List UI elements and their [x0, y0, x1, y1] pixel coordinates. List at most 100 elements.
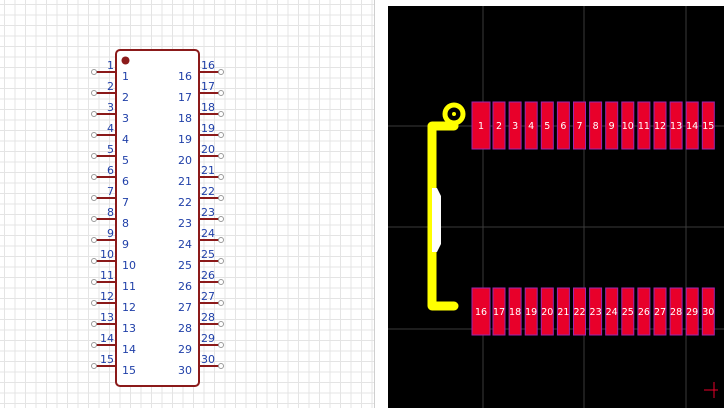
left-pin[interactable]: 8: [91, 206, 117, 222]
bottom-pad[interactable]: 26: [637, 287, 651, 336]
right-pin[interactable]: 25: [199, 248, 224, 264]
left-pin[interactable]: 1: [91, 59, 117, 75]
pad-number: 20: [541, 307, 553, 318]
top-pad[interactable]: 9: [605, 101, 619, 150]
left-pin[interactable]: 13: [91, 311, 117, 327]
left-pin[interactable]: 15: [91, 353, 117, 369]
right-pin[interactable]: 18: [199, 101, 224, 117]
pad-number: 15: [702, 121, 714, 132]
left-pin-number: 12: [100, 290, 114, 303]
left-pin[interactable]: 12: [91, 290, 117, 306]
top-pad[interactable]: 12: [653, 101, 667, 150]
left-pin[interactable]: 5: [91, 143, 117, 159]
bottom-pad[interactable]: 30: [701, 287, 715, 336]
right-pin[interactable]: 29: [199, 332, 224, 348]
right-pin[interactable]: 30: [199, 353, 224, 369]
left-pin-name: 2: [122, 91, 129, 104]
left-pin-name: 1: [122, 70, 129, 83]
bottom-pad[interactable]: 18: [508, 287, 522, 336]
left-pin[interactable]: 4: [91, 122, 117, 138]
left-pin[interactable]: 9: [91, 227, 117, 243]
right-pin-number: 24: [201, 227, 215, 240]
right-pin[interactable]: 24: [199, 227, 224, 243]
right-pin[interactable]: 22: [199, 185, 224, 201]
top-pad[interactable]: 4: [524, 101, 538, 150]
top-pad[interactable]: 11: [637, 101, 651, 150]
left-pin[interactable]: 14: [91, 332, 117, 348]
pad-number: 14: [686, 121, 698, 132]
right-pin[interactable]: 17: [199, 80, 224, 96]
pad-number: 1: [478, 121, 484, 132]
bottom-pad[interactable]: 29: [685, 287, 699, 336]
right-pin[interactable]: 21: [199, 164, 224, 180]
left-pin-name: 8: [122, 217, 129, 230]
left-pin[interactable]: 11: [91, 269, 117, 285]
top-pad[interactable]: 7: [573, 101, 586, 150]
bottom-pad[interactable]: 16: [471, 287, 491, 336]
left-pin-number: 13: [100, 311, 114, 324]
left-pin[interactable]: 10: [91, 248, 117, 264]
left-pin-number: 10: [100, 248, 114, 261]
right-pin[interactable]: 20: [199, 143, 224, 159]
right-pin[interactable]: 23: [199, 206, 224, 222]
pad-number: 7: [576, 121, 582, 132]
bottom-pad[interactable]: 23: [589, 287, 603, 336]
pad-number: 30: [702, 307, 714, 318]
left-pin[interactable]: 2: [91, 80, 117, 96]
right-pin-name: 27: [178, 301, 192, 314]
left-pin[interactable]: 6: [91, 164, 117, 180]
bottom-pad[interactable]: 21: [556, 287, 570, 336]
right-pin-number: 28: [201, 311, 215, 324]
right-pin-number: 22: [201, 185, 215, 198]
right-pin[interactable]: 19: [199, 122, 224, 138]
pad-number: 29: [686, 307, 698, 318]
pad-number: 9: [609, 121, 615, 132]
right-pin[interactable]: 27: [199, 290, 224, 306]
right-pin[interactable]: 16: [199, 59, 224, 75]
top-pad[interactable]: 15: [701, 101, 715, 150]
top-pad[interactable]: 1: [471, 101, 491, 150]
bottom-pad[interactable]: 20: [540, 287, 554, 336]
left-pin[interactable]: 3: [91, 101, 117, 117]
right-pin-number: 29: [201, 332, 215, 345]
pad-number: 26: [638, 307, 650, 318]
left-pin[interactable]: 7: [91, 185, 117, 201]
right-pin[interactable]: 28: [199, 311, 224, 327]
bottom-pad[interactable]: 22: [573, 287, 586, 336]
component-body[interactable]: [115, 49, 200, 387]
right-pin-name: 21: [178, 175, 192, 188]
top-pad[interactable]: 6: [556, 101, 570, 150]
left-pin-name: 13: [122, 322, 136, 335]
right-pin-name: 26: [178, 280, 192, 293]
bottom-pad[interactable]: 24: [605, 287, 619, 336]
top-pad[interactable]: 13: [669, 101, 683, 150]
right-pin-number: 25: [201, 248, 215, 261]
top-pad[interactable]: 2: [492, 101, 506, 150]
right-pin-name: 16: [178, 70, 192, 83]
origin-marker: [704, 382, 718, 398]
right-pin-name: 22: [178, 196, 192, 209]
pad-number: 12: [654, 121, 666, 132]
bottom-pad[interactable]: 27: [653, 287, 667, 336]
pad-number: 8: [593, 121, 599, 132]
pad-number: 11: [638, 121, 650, 132]
top-pad[interactable]: 8: [589, 101, 603, 150]
pad-number: 27: [654, 307, 666, 318]
right-pin-name: 23: [178, 217, 192, 230]
top-pad[interactable]: 5: [540, 101, 554, 150]
bottom-pad[interactable]: 19: [524, 287, 538, 336]
bottom-pad[interactable]: 17: [492, 287, 506, 336]
right-pin-number: 19: [201, 122, 215, 135]
right-pin-name: 19: [178, 133, 192, 146]
right-pin[interactable]: 26: [199, 269, 224, 285]
right-pin-number: 20: [201, 143, 215, 156]
top-pad[interactable]: 10: [621, 101, 635, 150]
top-pad[interactable]: 3: [508, 101, 522, 150]
bottom-pad[interactable]: 25: [621, 287, 635, 336]
bottom-pad[interactable]: 28: [669, 287, 683, 336]
top-pad[interactable]: 14: [685, 101, 699, 150]
